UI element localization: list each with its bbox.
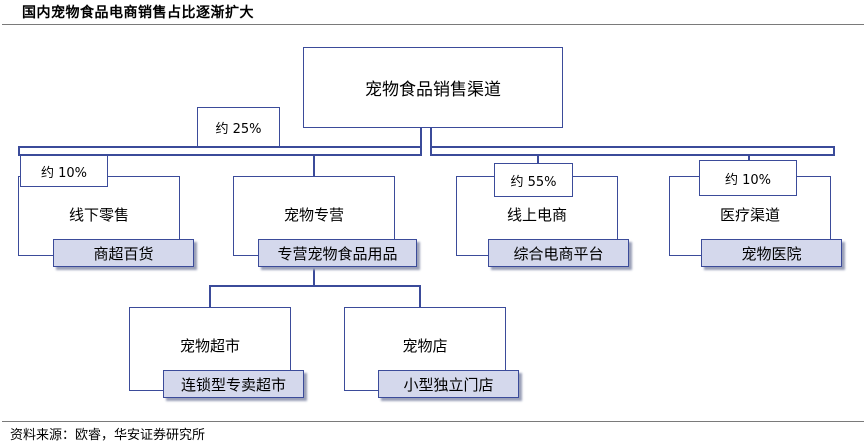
root-node-box: 宠物食品销售渠道 — [303, 47, 563, 128]
connector-specialty-stem — [313, 264, 315, 286]
connector-root-stem-b — [430, 126, 432, 156]
share-specialty-badge: 约 25% — [197, 107, 280, 147]
top-divider — [2, 24, 864, 25]
connector-left-end — [18, 146, 20, 156]
online-sub-box: 综合电商平台 — [488, 239, 629, 267]
connector-left-bus-a — [18, 146, 422, 148]
connector-sub-bus — [209, 285, 421, 287]
pet-store-label: 宠物店 — [402, 337, 448, 355]
medical-sub-box: 宠物医院 — [701, 239, 842, 267]
share-online-badge: 约 55% — [494, 163, 573, 197]
connector-drop-pet-store — [419, 285, 421, 307]
specialty-sub-box: 专营宠物食品用品 — [258, 239, 417, 267]
connector-drop-pet-supermarket — [209, 285, 211, 307]
connector-root-stem-a — [420, 126, 422, 156]
pet-supermarket-label: 宠物超市 — [179, 337, 240, 355]
connector-drop-specialty — [313, 154, 315, 176]
offline-retail-sub-box: 商超百货 — [53, 239, 194, 267]
root-node-label: 宠物食品销售渠道 — [365, 80, 501, 100]
share-medical-badge: 约 10% — [699, 160, 797, 196]
channel-online-label: 线上电商 — [506, 206, 567, 224]
channel-specialty-label: 宠物专营 — [283, 206, 344, 224]
connector-right-bus-b — [430, 154, 835, 156]
channel-offline-retail-label: 线下零售 — [68, 206, 129, 224]
page-title: 国内宠物食品电商销售占比逐渐扩大 — [22, 5, 254, 21]
share-offline-retail-badge: 约 10% — [20, 155, 108, 187]
channel-medical-label: 医疗渠道 — [719, 206, 780, 224]
pet-supermarket-sub-box: 连锁型专卖超市 — [163, 370, 304, 398]
connector-right-end — [833, 146, 835, 156]
pet-store-sub-box: 小型独立门店 — [378, 370, 519, 398]
bottom-divider — [2, 421, 864, 422]
connector-left-bus-b — [18, 154, 422, 156]
connector-right-bus-a — [430, 146, 835, 148]
source-note: 资料来源：欧睿，华安证券研究所 — [10, 428, 206, 443]
